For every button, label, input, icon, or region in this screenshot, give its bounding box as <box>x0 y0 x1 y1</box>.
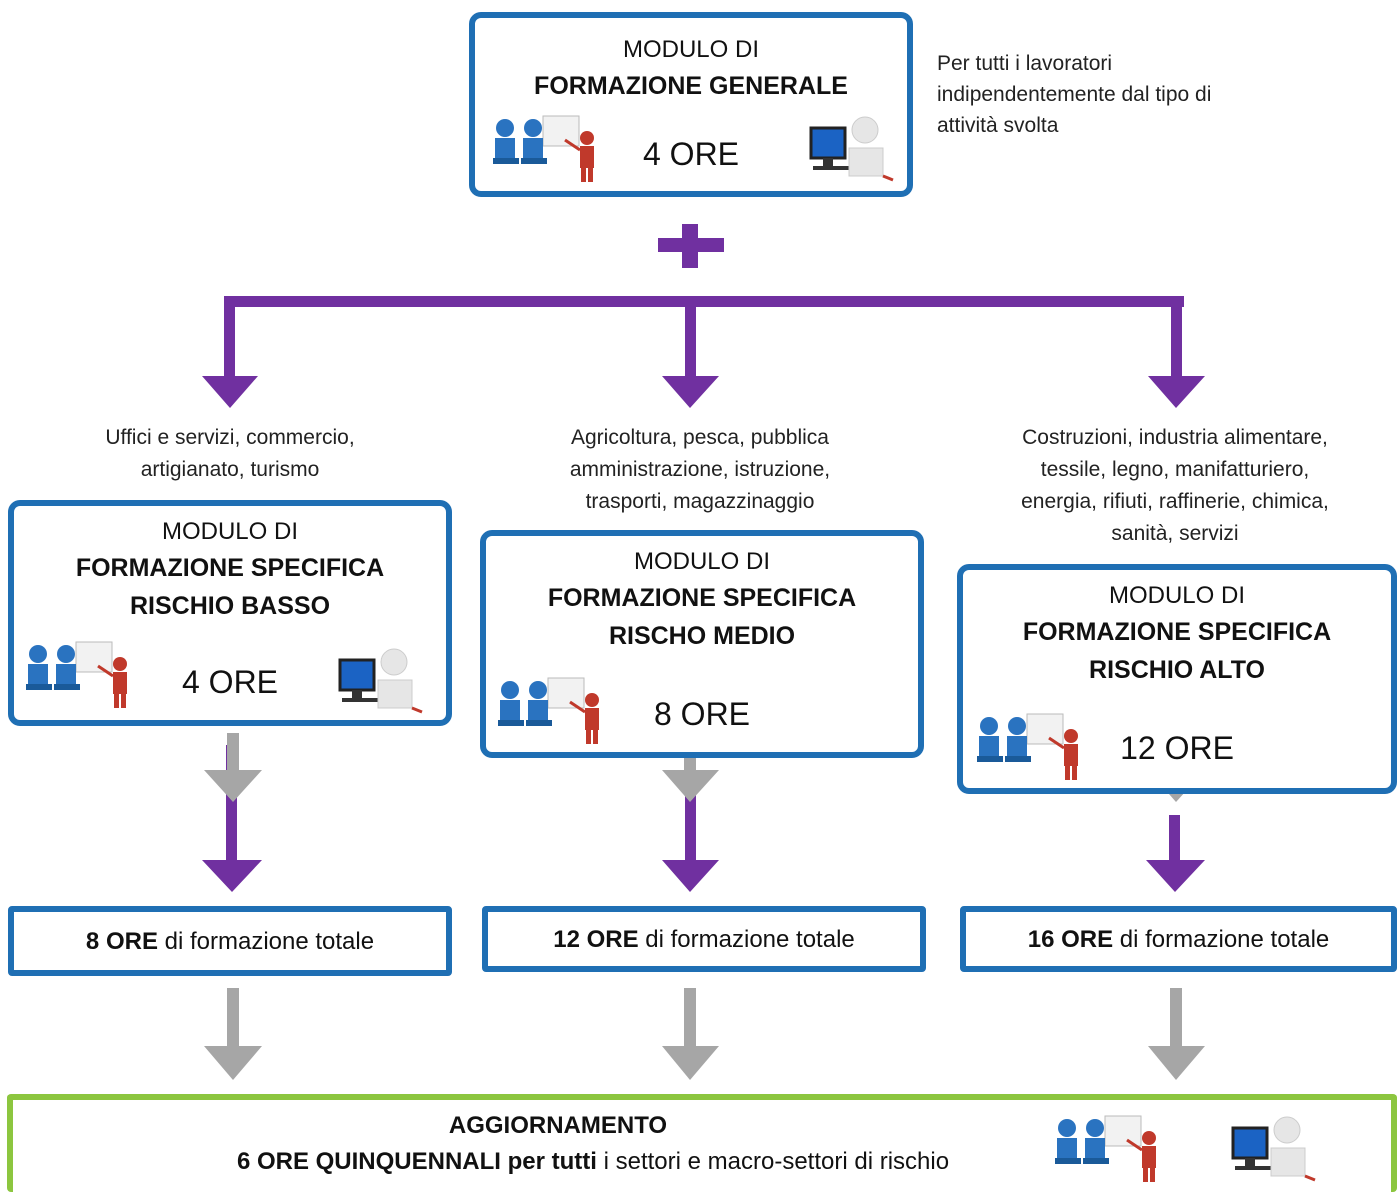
high-risk-module-title: FORMAZIONE SPECIFICA <box>1022 618 1332 646</box>
arrow-down-icon <box>662 376 719 408</box>
computer-user-icon <box>1231 1116 1316 1182</box>
arrow-down-icon <box>202 376 258 408</box>
classroom-icon <box>26 641 127 708</box>
grey-arrow-shaft-left <box>227 988 239 1048</box>
update-box: AGGIORNAMENTO 6 ORE QUINQUENNALI per tut… <box>7 1094 1397 1192</box>
low-risk-total: 8 ORE di formazione totale <box>85 928 375 955</box>
low-risk-module-title: FORMAZIONE SPECIFICA <box>75 554 385 582</box>
high-risk-total-box: 16 ORE di formazione totale <box>960 906 1397 972</box>
arrow-down-icon <box>204 770 262 802</box>
high-risk-module-level: RISCHIO ALTO <box>1089 656 1265 684</box>
classroom-icon <box>977 713 1078 780</box>
sectors-high-risk: Costruzioni, industria alimentare, tessi… <box>1021 426 1329 545</box>
arrow-down-icon <box>204 1046 262 1080</box>
medium-risk-module-title: FORMAZIONE SPECIFICA <box>547 584 857 612</box>
update-description: 6 ORE QUINQUENNALI per tutti i settori e… <box>236 1148 950 1175</box>
medium-risk-total: 12 ORE di formazione totale <box>553 926 855 953</box>
medium-risk-module-prefix: MODULO DI <box>633 548 770 575</box>
plus-sign <box>658 224 724 268</box>
general-module-title: FORMAZIONE GENERALE <box>534 72 848 100</box>
grey-arrow-shaft-center <box>684 988 696 1048</box>
medium-risk-module-box: MODULO DI FORMAZIONE SPECIFICA RISCHO ME… <box>480 530 924 758</box>
low-risk-module-level: RISCHIO BASSO <box>129 592 331 620</box>
high-risk-module-box: MODULO DI FORMAZIONE SPECIFICA RISCHIO A… <box>957 564 1397 794</box>
module-to-total-arrows <box>202 745 1205 892</box>
high-risk-module-prefix: MODULO DI <box>1108 582 1245 609</box>
general-module-hours: 4 ORE <box>642 136 740 172</box>
update-title: AGGIORNAMENTO <box>448 1112 668 1139</box>
low-risk-module-prefix: MODULO DI <box>161 518 298 545</box>
classroom-icon <box>1055 1115 1156 1182</box>
arrow-down-icon <box>1148 1046 1205 1080</box>
arrow-down-icon <box>662 860 719 892</box>
arrow-down-icon <box>1148 376 1205 408</box>
high-risk-total: 16 ORE di formazione totale <box>1027 926 1330 953</box>
arrow-down-icon <box>662 770 719 802</box>
classroom-icon <box>498 677 599 744</box>
arrow-down-icon <box>662 1046 719 1080</box>
high-risk-module-hours: 12 ORE <box>1120 730 1234 766</box>
general-module-box: MODULO DI FORMAZIONE GENERALE 4 ORE <box>469 12 913 197</box>
sectors-low-risk: Uffici e servizi, commercio, artigianato… <box>105 426 355 481</box>
medium-risk-module-level: RISCHO MEDIO <box>608 622 796 650</box>
computer-user-icon <box>809 116 894 182</box>
low-risk-module-box: MODULO DI FORMAZIONE SPECIFICA RISCHIO B… <box>8 500 452 726</box>
classroom-icon <box>493 115 594 182</box>
branch-connector <box>202 296 1205 408</box>
general-module-note: Per tutti i lavoratori indipendentemente… <box>937 52 1212 137</box>
medium-risk-total-box: 12 ORE di formazione totale <box>482 906 926 972</box>
medium-risk-module-hours: 8 ORE <box>653 696 751 732</box>
sectors-medium-risk: Agricoltura, pesca, pubblica amministraz… <box>569 426 831 513</box>
grey-arrow-shaft-right <box>1170 988 1182 1048</box>
computer-user-icon <box>338 648 423 714</box>
arrow-down-icon <box>1146 860 1205 892</box>
low-risk-total-box: 8 ORE di formazione totale <box>8 906 452 976</box>
general-module-prefix: MODULO DI <box>622 36 759 63</box>
arrow-down-icon <box>202 860 262 892</box>
low-risk-module-hours: 4 ORE <box>181 664 279 700</box>
